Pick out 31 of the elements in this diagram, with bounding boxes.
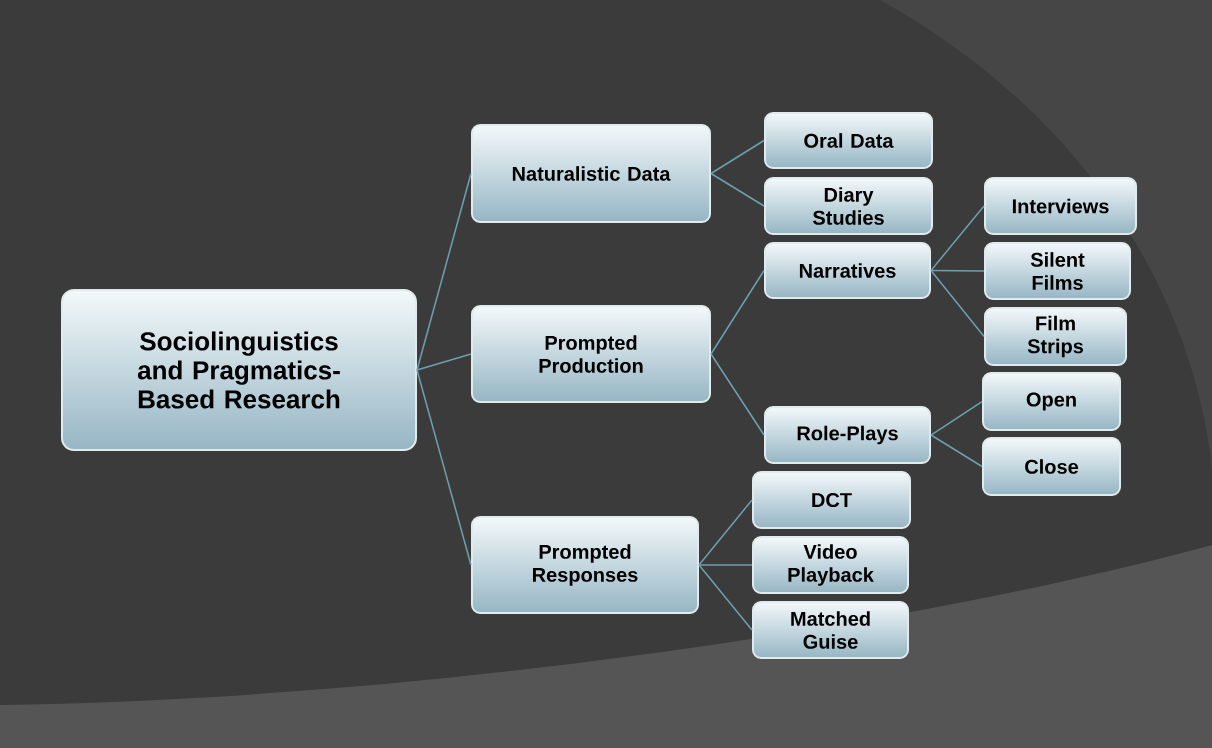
category-box: Film Strips [984,307,1127,366]
category-box: Matched Guise [752,601,909,659]
connector-line [930,269,985,338]
connector-line [416,369,472,566]
category-box: Silent Films [984,242,1131,300]
category-box: Sociolinguistics and Pragmatics-Based Research [61,289,417,451]
connector-line [930,400,983,436]
category-box: Open [982,372,1121,431]
connector-line [416,172,472,371]
category-box: Prompted Production [471,305,711,403]
connector-line [930,434,983,468]
category-box: Naturalistic Data [471,124,711,223]
connector-line [710,353,765,436]
connector-line [698,564,753,566]
category-box: Diary Studies [764,177,933,235]
category-box: Prompted Responses [471,516,699,614]
category-box: Interviews [984,177,1137,235]
category-box: Oral Data [764,112,933,169]
connector-line [710,139,765,175]
category-box: Role-Plays [764,406,931,464]
connector-line [710,269,765,355]
connector-line [416,353,472,371]
category-box: Video Playback [752,536,909,594]
connector-line [930,205,985,272]
category-box: DCT [752,471,911,529]
connector-line [710,172,765,207]
connector-line [698,499,753,566]
category-box: Close [982,437,1121,496]
category-box: Narratives [764,242,931,299]
connector-line [698,564,753,631]
connector-line [930,269,985,272]
